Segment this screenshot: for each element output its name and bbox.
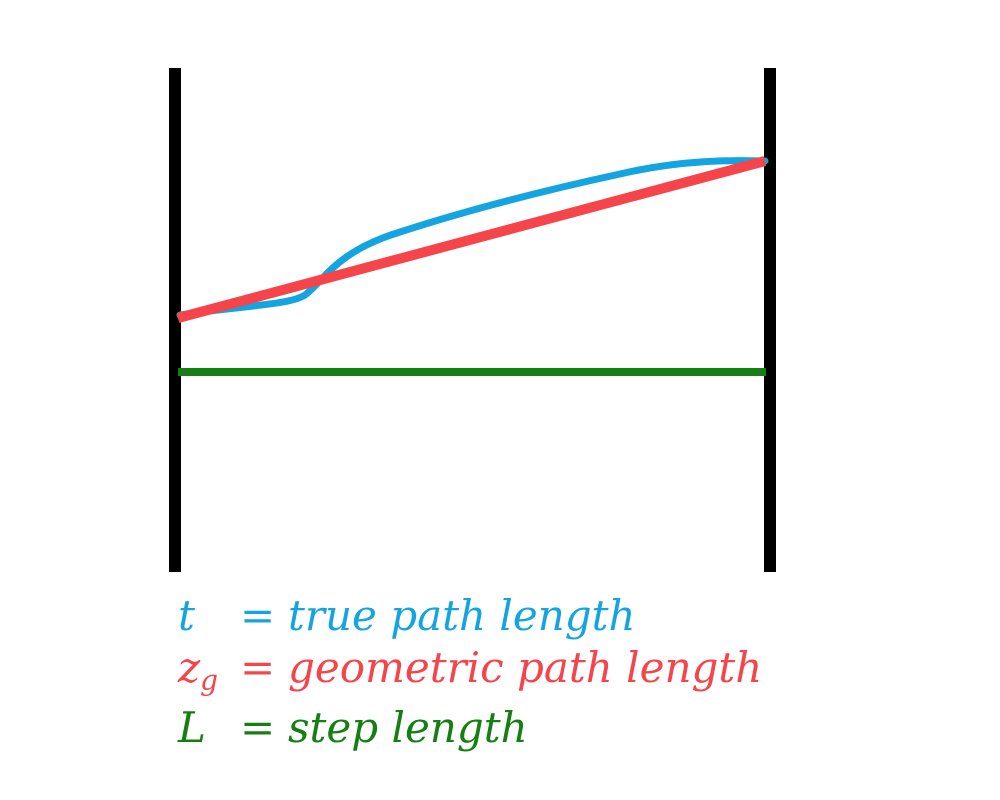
legend-description: true path length [288,591,636,640]
legend-equals: = [240,591,276,640]
legend-row-step-length: L = step length [178,704,528,752]
true-path-curve [176,157,769,319]
legend-description: geometric path length [288,643,763,692]
legend-symbol: L [178,703,206,752]
legend-description: step length [288,703,528,752]
legend-symbol: zg [178,643,219,698]
legend-equals: = [240,643,276,692]
geometric-path-line [176,156,767,323]
legend-equals: = [240,703,276,752]
legend-row-true-path: t = true path length [178,592,636,640]
legend-row-geometric-path: zg = geometric path length [178,643,763,698]
legend-symbol: t [178,591,195,640]
